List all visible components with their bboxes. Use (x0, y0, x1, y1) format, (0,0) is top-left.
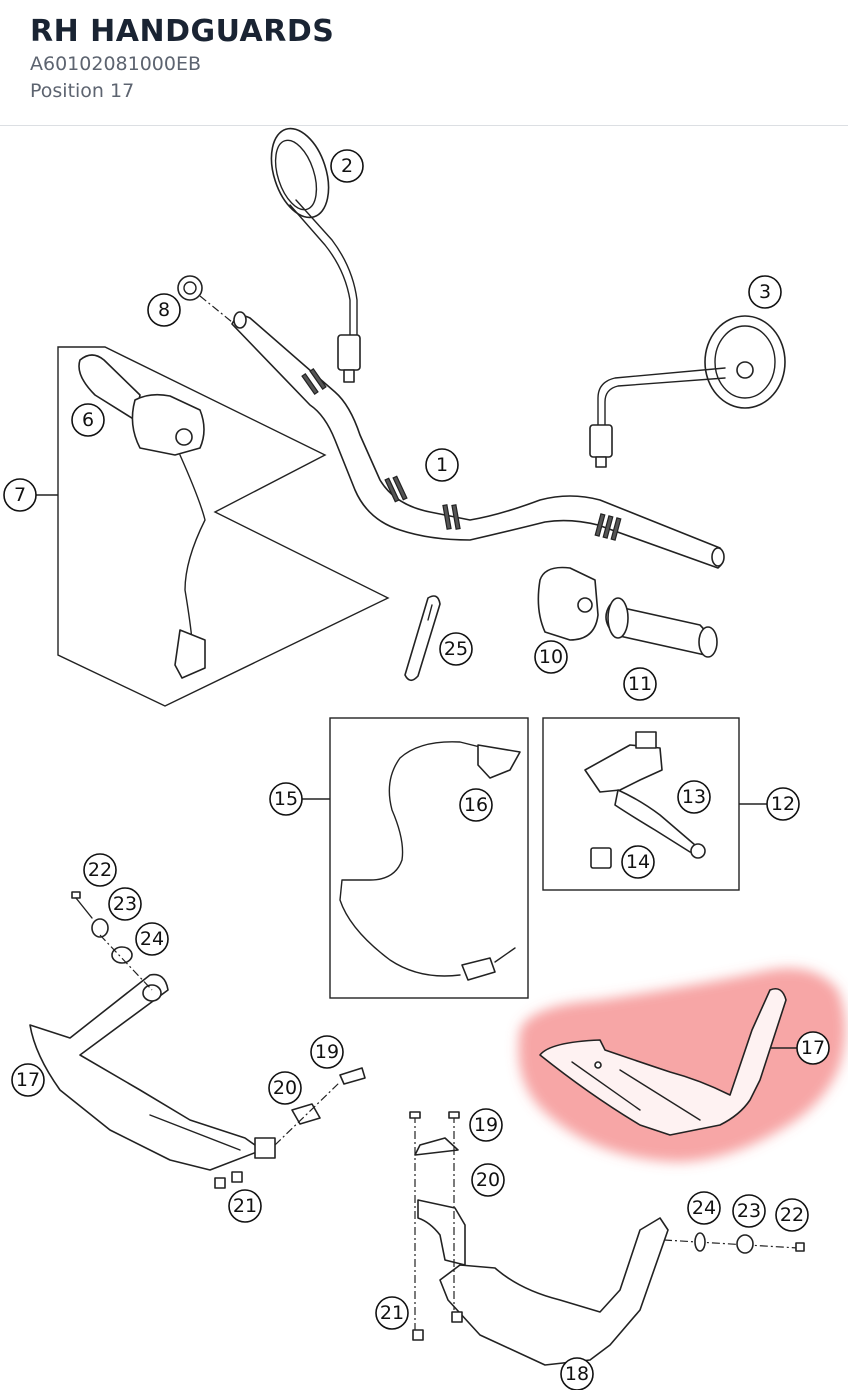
mirror-right[interactable] (589, 315, 786, 468)
clutch-cable-box[interactable] (301, 717, 529, 999)
callout-24-right[interactable]: 24 (687, 1191, 721, 1225)
position-label: Position 17 (30, 80, 135, 102)
right-switch-and-grip[interactable] (537, 566, 718, 658)
callout-10[interactable]: 10 (534, 640, 568, 674)
callout-14[interactable]: 14 (621, 845, 655, 879)
callout-21-left[interactable]: 21 (228, 1189, 262, 1223)
callout-13[interactable]: 13 (677, 780, 711, 814)
bar-end-weight[interactable] (177, 275, 233, 323)
left-switch-assembly[interactable] (35, 346, 390, 707)
callout-7[interactable]: 7 (3, 478, 37, 512)
callout-12[interactable]: 12 (766, 787, 800, 821)
right-bolt-stack[interactable] (663, 1232, 805, 1254)
callout-25[interactable]: 25 (439, 632, 473, 666)
callout-16[interactable]: 16 (459, 788, 493, 822)
page-header: RH HANDGUARDS A60102081000EB Position 17 (0, 0, 848, 126)
callout-22-left[interactable]: 22 (83, 853, 117, 887)
callout-1[interactable]: 1 (425, 448, 459, 482)
callout-8[interactable]: 8 (147, 293, 181, 327)
callout-20-bottom[interactable]: 20 (471, 1163, 505, 1197)
callout-17-right[interactable]: 17 (796, 1031, 830, 1065)
callout-18[interactable]: 18 (560, 1357, 594, 1390)
callout-19-bottom[interactable]: 19 (469, 1108, 503, 1142)
callout-2[interactable]: 2 (330, 149, 364, 183)
callout-23-right[interactable]: 23 (732, 1194, 766, 1228)
callout-19-left[interactable]: 19 (310, 1035, 344, 1069)
clutch-lever-box[interactable] (542, 717, 768, 891)
mirror-left[interactable] (261, 126, 361, 383)
callout-3[interactable]: 3 (748, 275, 782, 309)
callout-23-left[interactable]: 23 (108, 887, 142, 921)
handguard-right-highlighted[interactable] (539, 987, 797, 1136)
callout-20-left[interactable]: 20 (268, 1071, 302, 1105)
callout-6[interactable]: 6 (71, 403, 105, 437)
callout-11[interactable]: 11 (623, 667, 657, 701)
callout-21-bottom[interactable]: 21 (375, 1296, 409, 1330)
handguard-bottom[interactable] (409, 1111, 669, 1366)
part-number: A60102081000EB (30, 53, 202, 75)
left-bolt-stack[interactable] (71, 891, 153, 991)
handguard-left[interactable] (29, 973, 366, 1189)
page-title: RH HANDGUARDS (30, 14, 335, 49)
handlebar[interactable] (231, 311, 725, 569)
callout-17-left[interactable]: 17 (11, 1063, 45, 1097)
cable-strap[interactable] (404, 595, 441, 682)
callout-15[interactable]: 15 (269, 782, 303, 816)
callout-24-left[interactable]: 24 (135, 922, 169, 956)
callout-22-right[interactable]: 22 (775, 1198, 809, 1232)
exploded-parts-diagram: 1 2 3 6 7 8 10 11 12 13 14 15 16 17 17 1… (3, 126, 846, 1390)
